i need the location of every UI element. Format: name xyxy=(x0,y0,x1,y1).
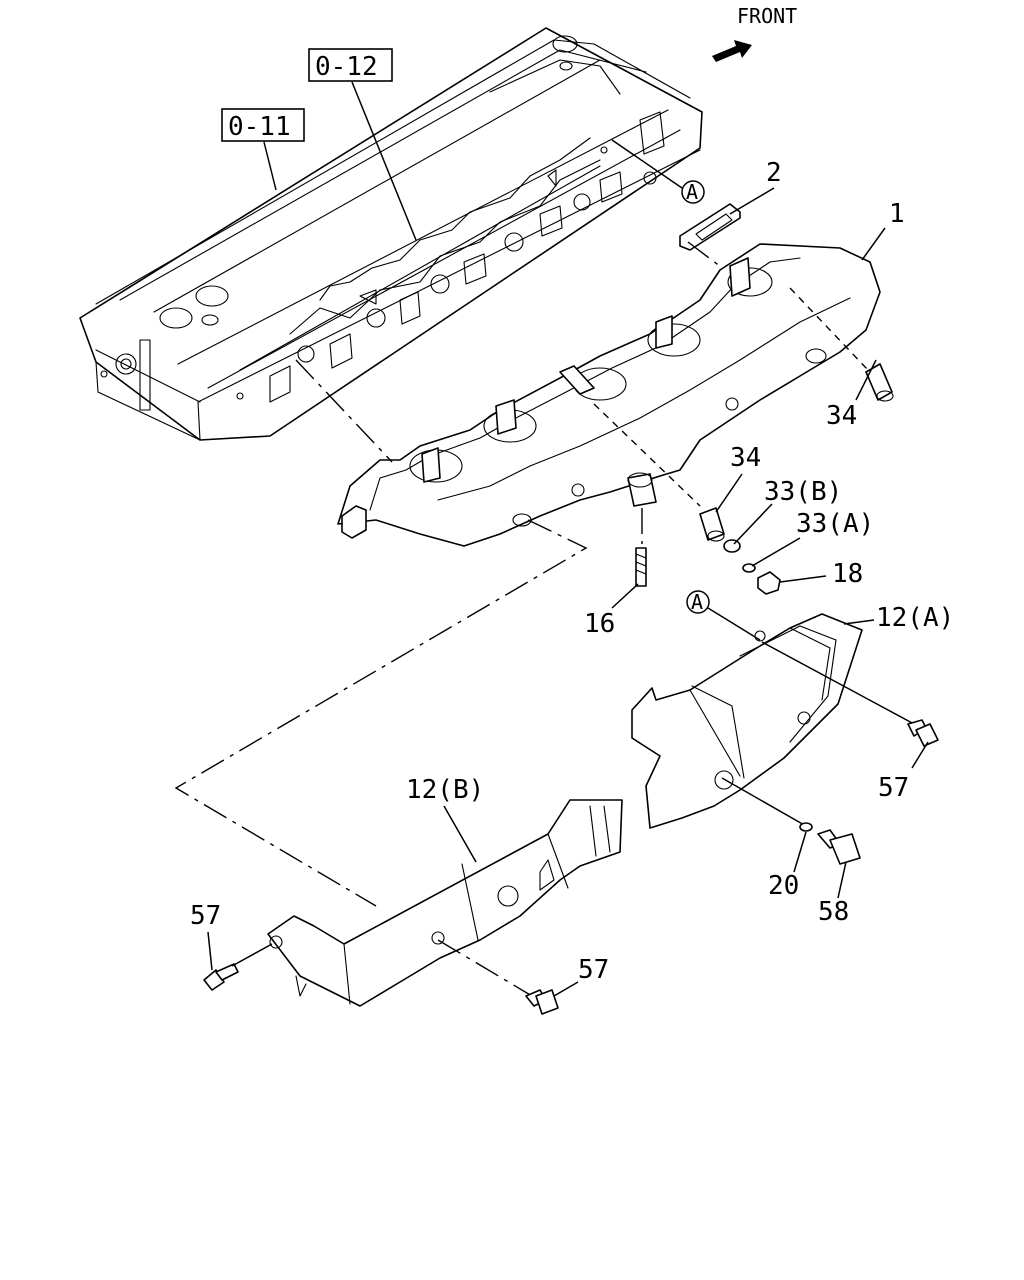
heat-shield-12a xyxy=(631,613,863,829)
callout-33b: 33(B) xyxy=(764,477,842,507)
callout-12a: 12(A) xyxy=(876,603,954,633)
front-arrow-icon xyxy=(712,40,752,62)
heat-shield-12b xyxy=(267,799,623,1007)
spacer-bolt-58 xyxy=(817,829,861,865)
bolt-57-bottom xyxy=(525,989,559,1015)
callout-57-bottom: 57 xyxy=(578,955,609,985)
cylinder-head xyxy=(79,27,703,441)
ref-box-0-11 xyxy=(221,108,305,142)
callout-18: 18 xyxy=(832,559,863,589)
callout-20: 20 xyxy=(768,871,799,901)
callout-33a: 33(A) xyxy=(796,509,874,539)
callout-34-middle: 34 xyxy=(730,443,761,473)
bolt-57-left xyxy=(203,963,239,991)
nut-18 xyxy=(757,571,781,595)
stud-16 xyxy=(635,547,647,587)
callout-57-right: 57 xyxy=(878,773,909,803)
callout-16: 16 xyxy=(584,609,615,639)
marker-a-upper xyxy=(681,180,705,204)
ref-label-0-11: 0-11 xyxy=(228,112,291,142)
callout-58: 58 xyxy=(818,897,849,927)
marker-a-lower-label: A xyxy=(691,590,703,614)
stud-34-middle xyxy=(699,507,725,542)
marker-a-upper-label: A xyxy=(686,180,698,204)
callout-12b: 12(B) xyxy=(406,775,484,805)
ref-label-0-12: 0-12 xyxy=(315,52,378,82)
marker-a-lower xyxy=(686,590,710,614)
exhaust-manifold xyxy=(337,243,881,547)
callout-57-left: 57 xyxy=(190,901,221,931)
bolt-57-right xyxy=(907,719,939,747)
spacer-33b xyxy=(723,539,741,553)
front-label: FRONT xyxy=(737,4,797,28)
ref-box-0-12 xyxy=(308,48,393,82)
stud-34-right xyxy=(865,363,894,402)
washer-20 xyxy=(799,822,813,832)
gasket xyxy=(679,203,741,251)
callout-2: 2 xyxy=(766,158,782,188)
callout-34-right: 34 xyxy=(826,401,857,431)
callout-1: 1 xyxy=(889,199,905,229)
